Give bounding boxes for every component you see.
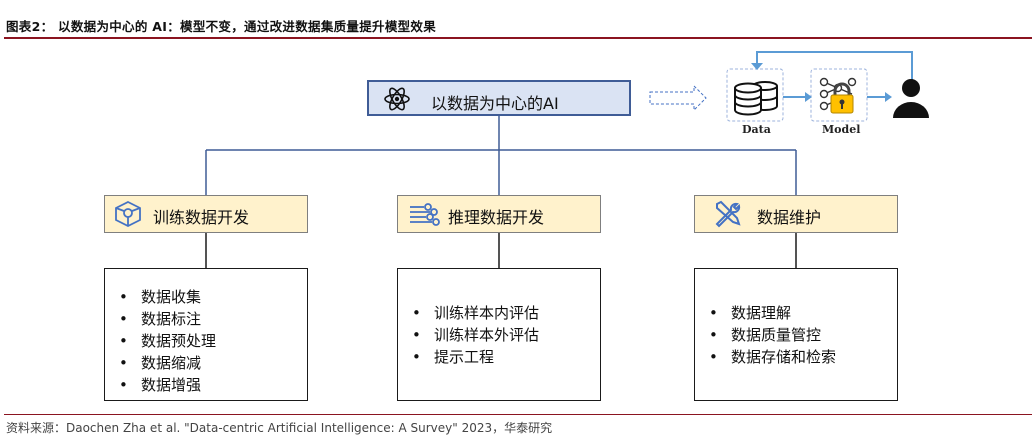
atom-icon [384, 87, 410, 111]
list-item: •数据增强 [119, 376, 202, 394]
category-data-maintenance: 数据维护 [694, 195, 898, 233]
dashed-arrow-icon [649, 84, 707, 112]
category-inference-data: 推理数据开发 [397, 195, 601, 233]
circuit-icon [410, 203, 440, 226]
category-label: 数据维护 [757, 208, 822, 227]
tools-icon [715, 200, 741, 228]
user-icon [893, 79, 929, 118]
list-item: •训练样本外评估 [412, 326, 540, 344]
list-item: •训练样本内评估 [412, 304, 540, 322]
brain-network-icon [115, 200, 141, 228]
source-note: 资料来源：Daochen Zha et al. "Data-centric Ar… [6, 421, 553, 435]
figure-title: 图表2： 以数据为中心的 AI：模型不变，通过改进数据集质量提升模型效果 [6, 19, 437, 34]
data-maintenance-list: •数据理解 •数据质量管控 •数据存储和检索 [694, 268, 898, 401]
data-caption: Data [742, 123, 771, 136]
list-item: •数据质量管控 [709, 326, 822, 344]
list-item: •数据收集 [119, 288, 202, 306]
inference-data-list: •训练样本内评估 •训练样本外评估 •提示工程 [397, 268, 601, 401]
list-item: •数据缩减 [119, 354, 202, 372]
list-item: •数据理解 [709, 304, 792, 322]
footer-rule [4, 414, 1032, 415]
list-item: •数据预处理 [119, 332, 217, 350]
database-icon [734, 81, 778, 116]
main-concept-label: 以数据为中心的AI [431, 94, 559, 113]
list-item: •数据存储和检索 [709, 348, 837, 366]
category-training-data: 训练数据开发 [104, 195, 308, 233]
category-label: 推理数据开发 [448, 208, 545, 227]
model-lock-icon [819, 77, 857, 114]
data-frame [726, 68, 784, 122]
training-data-list: •数据收集 •数据标注 •数据预处理 •数据缩减 •数据增强 [104, 268, 308, 401]
main-concept-box: 以数据为中心的AI [367, 80, 631, 116]
model-frame [810, 68, 868, 122]
title-rule [4, 37, 1032, 39]
list-item: •数据标注 [119, 310, 202, 328]
list-item: •提示工程 [412, 348, 495, 366]
category-label: 训练数据开发 [153, 208, 250, 227]
model-caption: Model [822, 123, 861, 136]
